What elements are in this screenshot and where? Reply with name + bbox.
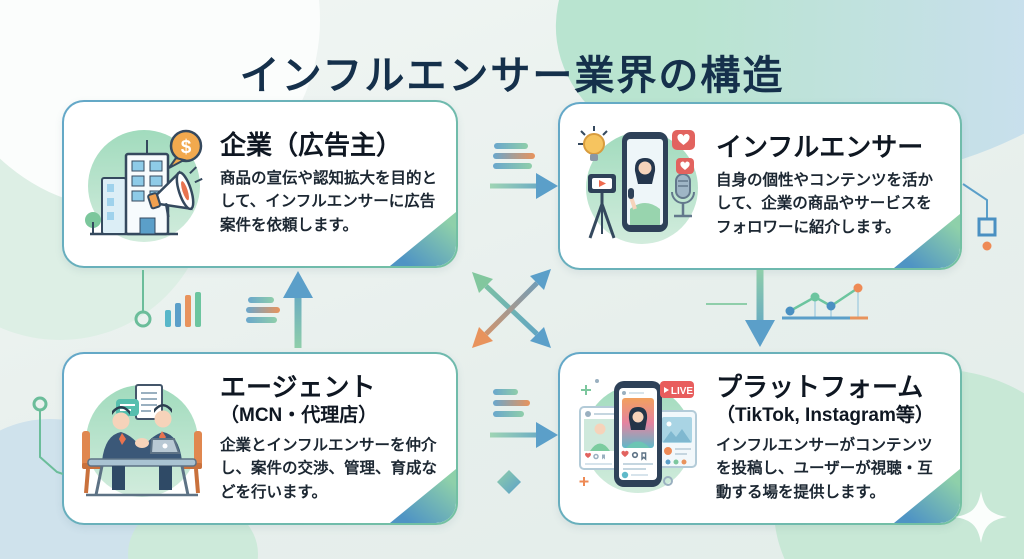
- card-company-description: 商品の宣伝や認知拡大を目的として、インフルエンサーに広告案件を依頼します。: [220, 169, 438, 234]
- dollar-sign-glyph: $: [181, 137, 192, 158]
- line-chart-icon: [706, 283, 868, 320]
- menu-stripes-icon: [493, 143, 535, 169]
- card-agent-subtitle: （MCN・代理店）: [220, 404, 378, 426]
- office-building-megaphone-icon: $: [76, 114, 208, 254]
- bar-chart-icon: [165, 292, 201, 327]
- live-badge-label: LIVE: [671, 386, 694, 397]
- arrow-agent-influencer-bidirectional: [472, 269, 551, 348]
- live-badge: LIVE: [660, 380, 694, 398]
- card-platform-subtitle: （TikTok, Instagram等）: [716, 404, 934, 426]
- card-influencer-title: インフルエンサー: [716, 131, 924, 162]
- card-agent-title: エージェント: [220, 371, 376, 402]
- arrow-influencer-to-platform: [745, 270, 775, 347]
- card-platform-description: インフルエンサーがコンテンツを投稿し、ユーザーが視聴・互動する場を提供します。: [716, 436, 933, 501]
- menu-stripes-icon: [493, 389, 530, 417]
- creator-smartphone-mic-icon: [572, 116, 704, 256]
- card-influencer-description: 自身の個性やコンテンツを活かして、企業の商品やサービスをフォロワーに紹介します。: [716, 171, 934, 236]
- circuit-node-icon: [962, 183, 997, 251]
- card-platform: LIVE プラットフォーム （TikTok, Instagram等） インフルエ…: [558, 352, 962, 525]
- card-company: $ 企業（広告主） 商品の宣伝や認知拡大を目的として、インフルエンサーに広告案件…: [62, 100, 458, 268]
- social-media-feed-icon: LIVE: [572, 369, 704, 509]
- page-title: インフルエンサー業界の構造: [239, 53, 785, 98]
- card-agent: エージェント （MCN・代理店） 企業とインフルエンサーを仲介し、案件の交渉、管…: [62, 352, 458, 525]
- arrow-company-to-influencer: [490, 173, 558, 199]
- arrow-company-platform-bidirectional: [472, 272, 551, 348]
- card-company-title: 企業（広告主）: [220, 129, 403, 160]
- arrow-agent-to-company: [283, 271, 313, 348]
- card-agent-description: 企業とインフルエンサーを仲介し、案件の交渉、管理、育成などを行います。: [220, 436, 438, 501]
- card-platform-title: プラットフォーム: [716, 371, 924, 402]
- diamond-icon: [497, 470, 521, 494]
- arrow-agent-to-platform: [490, 422, 558, 448]
- menu-stripes-icon: [246, 297, 280, 323]
- business-handshake-icon: [76, 369, 208, 509]
- card-influencer: インフルエンサー 自身の個性やコンテンツを活かして、企業の商品やサービスをフォロ…: [558, 102, 962, 270]
